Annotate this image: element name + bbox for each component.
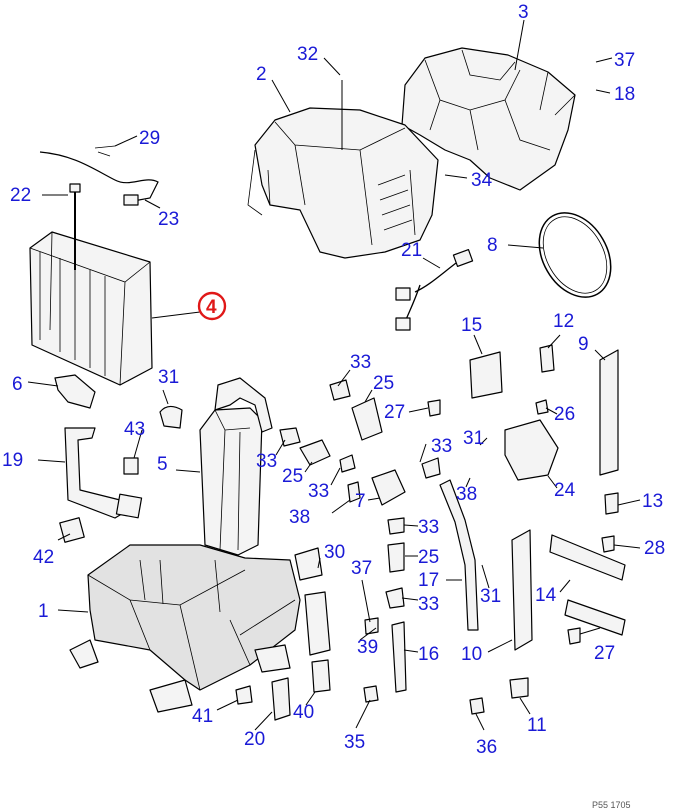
callout-39[interactable]: 39	[357, 637, 378, 658]
blower-case-upper	[247, 107, 439, 259]
callout-37a[interactable]: 37	[614, 50, 635, 71]
callout-31c[interactable]: 31	[480, 586, 501, 607]
refrigerant-pipe	[64, 427, 143, 519]
reference-code: P55 1705	[592, 800, 631, 808]
callout-38a[interactable]: 38	[289, 507, 310, 528]
callout-28[interactable]: 28	[644, 538, 665, 559]
callout-16[interactable]: 16	[418, 644, 439, 665]
callout-1[interactable]: 1	[38, 601, 49, 622]
callout-9[interactable]: 9	[578, 334, 589, 355]
callout-15[interactable]: 15	[461, 315, 482, 336]
callout-14[interactable]: 14	[535, 585, 557, 606]
callout-19[interactable]: 19	[2, 450, 23, 471]
drain-hoses	[391, 479, 479, 693]
callout-36[interactable]: 36	[476, 737, 497, 758]
callout-37b[interactable]: 37	[351, 558, 372, 579]
callout-3[interactable]: 3	[518, 2, 529, 23]
callout-5[interactable]: 5	[157, 454, 168, 475]
callout-8[interactable]: 8	[487, 235, 498, 256]
heater-core	[199, 377, 273, 556]
callout-27a[interactable]: 27	[384, 402, 405, 423]
callout-35[interactable]: 35	[344, 732, 365, 753]
callout-33f[interactable]: 33	[418, 594, 439, 615]
svg-text:4: 4	[206, 297, 217, 318]
callout-31a[interactable]: 31	[158, 367, 179, 388]
callout-40[interactable]: 40	[293, 702, 314, 723]
callout-4-highlighted[interactable]: 4	[197, 291, 227, 321]
grommet-42	[59, 517, 85, 543]
callout-17[interactable]: 17	[418, 570, 439, 591]
callout-25a[interactable]: 25	[373, 373, 394, 394]
callout-18[interactable]: 18	[614, 84, 635, 105]
callout-34[interactable]: 34	[471, 170, 493, 191]
seal-ring	[538, 212, 612, 298]
callout-32[interactable]: 32	[297, 44, 318, 65]
callout-33e[interactable]: 33	[418, 517, 439, 538]
callout-13[interactable]: 13	[642, 491, 663, 512]
callout-33c[interactable]: 33	[308, 481, 329, 502]
callout-20[interactable]: 20	[244, 729, 265, 750]
lower-brackets	[235, 547, 331, 721]
upper-housing-cover	[401, 47, 576, 191]
callout-24[interactable]: 24	[554, 480, 576, 501]
callout-27b[interactable]: 27	[594, 643, 615, 664]
callout-7[interactable]: 7	[355, 491, 366, 512]
wire-harness	[395, 249, 474, 331]
clip-31	[159, 405, 183, 429]
callout-43[interactable]: 43	[124, 419, 145, 440]
callout-11[interactable]: 11	[527, 715, 547, 736]
evaporator-core	[29, 231, 153, 386]
callout-22[interactable]: 22	[10, 185, 31, 206]
callout-42[interactable]: 42	[33, 547, 54, 568]
thermistor-sensor	[39, 145, 159, 270]
grommet-43	[123, 457, 139, 475]
middle-fasteners	[279, 379, 441, 703]
callout-10[interactable]: 10	[461, 644, 482, 665]
callout-12[interactable]: 12	[553, 311, 574, 332]
callout-33a[interactable]: 33	[350, 352, 371, 373]
callout-29[interactable]: 29	[139, 128, 160, 149]
callout-38b[interactable]: 38	[456, 484, 477, 505]
callout-30[interactable]: 30	[324, 542, 345, 563]
right-components	[469, 344, 626, 715]
callout-labels: 1 2 3 5 6 7 8 9 10 11 12 13 14 15 16 17 …	[2, 2, 665, 758]
callout-6[interactable]: 6	[12, 374, 23, 395]
callout-21[interactable]: 21	[401, 240, 422, 261]
lower-unit-case	[69, 544, 301, 713]
callout-26[interactable]: 26	[554, 404, 575, 425]
callout-33b[interactable]: 33	[256, 451, 277, 472]
callout-33d[interactable]: 33	[431, 436, 452, 457]
callout-25c[interactable]: 25	[418, 547, 439, 568]
callout-41[interactable]: 41	[192, 706, 213, 727]
callout-25b[interactable]: 25	[282, 466, 303, 487]
leader-lines	[27, 19, 641, 731]
callout-31b[interactable]: 31	[463, 428, 484, 449]
expansion-valve	[54, 374, 96, 409]
callout-23[interactable]: 23	[158, 209, 179, 230]
callout-2[interactable]: 2	[256, 64, 267, 85]
